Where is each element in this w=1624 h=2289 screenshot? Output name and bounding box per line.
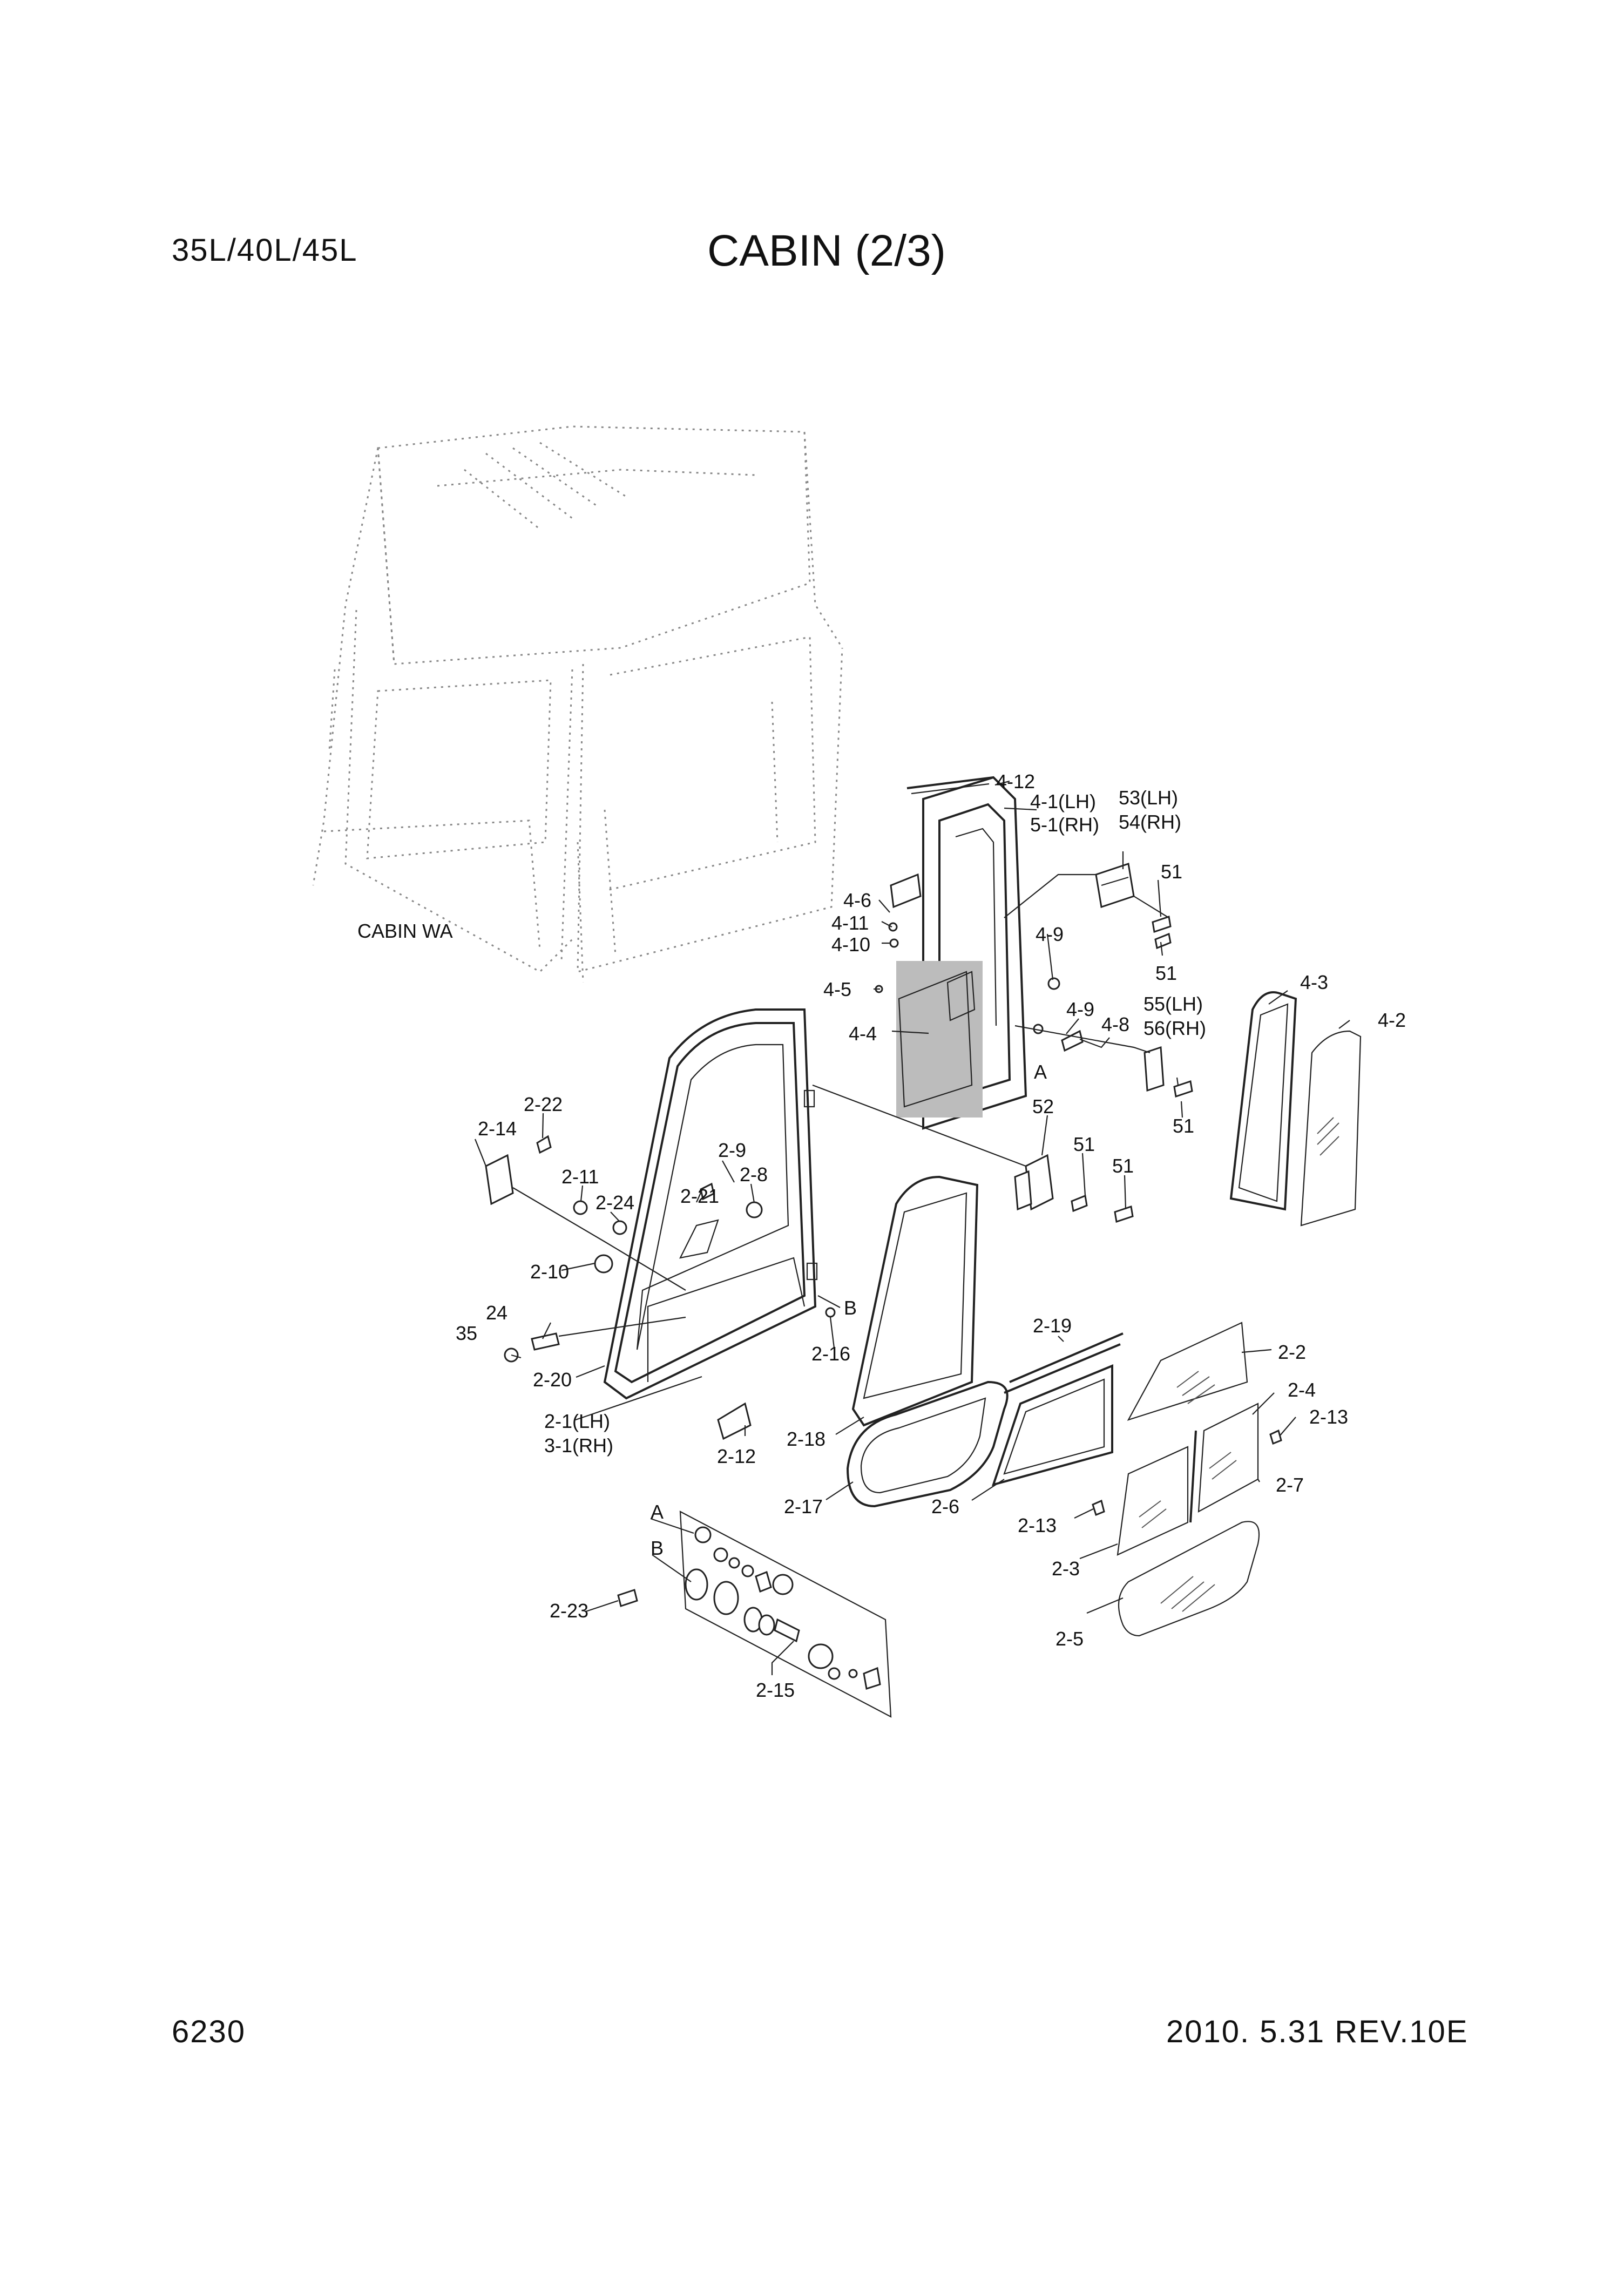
hinge-4-6: [890, 873, 922, 909]
hinge-55-56: [1143, 1046, 1165, 1092]
label-b-lock: B: [651, 1537, 664, 1559]
label-2-4: 2-4: [1288, 1379, 1316, 1401]
label-24: 24: [486, 1302, 508, 1324]
label-56: 56(RH): [1143, 1017, 1206, 1039]
label-4-6: 4-6: [843, 889, 871, 911]
label-3-1: 3-1(RH): [544, 1434, 613, 1457]
window-2-2-glass: [1127, 1322, 1248, 1421]
page-number: 6230: [172, 2014, 246, 2049]
label-2-22: 2-22: [524, 1093, 563, 1115]
label-51-d: 51: [1073, 1133, 1095, 1155]
window-2-6-frame: [991, 1364, 1113, 1486]
cabin-frame-outline: [312, 425, 843, 983]
label-55: 55(LH): [1143, 993, 1203, 1015]
label-51-b: 51: [1155, 962, 1177, 984]
window-4-3-seal: [1229, 991, 1297, 1211]
label-53: 53(LH): [1119, 787, 1178, 809]
label-51-a: 51: [1161, 861, 1182, 883]
label-2-11: 2-11: [561, 1166, 599, 1188]
window-2-4-glass: [1197, 1403, 1259, 1513]
lock-assembly-box: [617, 1511, 892, 1718]
label-4-9-b: 4-9: [1066, 998, 1094, 1020]
callout-labels: CABIN WA 4-12 4-1(LH) 5-1(RH) 53(LH) 54(…: [357, 770, 1406, 1701]
window-2-7-strip: [1189, 1430, 1197, 1523]
label-4-10: 4-10: [831, 933, 870, 956]
label-2-17: 2-17: [784, 1495, 823, 1518]
label-a-lock: A: [651, 1501, 664, 1523]
label-4-5: 4-5: [823, 978, 851, 1000]
window-2-3-glass: [1116, 1446, 1189, 1556]
hinge-52: [1014, 1154, 1054, 1211]
door-panel-shaded: [896, 961, 983, 1118]
label-2-15: 2-15: [756, 1679, 795, 1701]
label-2-9: 2-9: [718, 1139, 746, 1161]
window-2-19-strip: [1004, 1332, 1124, 1394]
label-2-14: 2-14: [478, 1118, 517, 1140]
label-2-23: 2-23: [550, 1600, 588, 1622]
window-2-18-seal: [851, 1175, 979, 1427]
label-2-16: 2-16: [811, 1343, 850, 1365]
label-52: 52: [1032, 1095, 1054, 1118]
upper-door-assembly: [896, 776, 1027, 1130]
window-2-17-seal: [846, 1380, 1009, 1508]
label-a-upper: A: [1034, 1061, 1047, 1083]
label-4-8: 4-8: [1101, 1013, 1129, 1035]
label-2-24: 2-24: [596, 1191, 634, 1214]
page-title: CABIN (2/3): [707, 226, 946, 275]
label-2-5: 2-5: [1055, 1628, 1084, 1650]
label-cabin-wa: CABIN WA: [357, 920, 453, 942]
label-2-13-a: 2-13: [1309, 1406, 1348, 1428]
label-51-c: 51: [1173, 1115, 1194, 1137]
label-b-door: B: [844, 1297, 857, 1319]
model-numbers: 35L/40L/45L: [172, 233, 358, 268]
label-2-20: 2-20: [533, 1369, 572, 1391]
label-35: 35: [456, 1322, 477, 1344]
label-2-18: 2-18: [787, 1428, 825, 1450]
leader-lines: [474, 780, 1350, 1675]
window-4-2-glass: [1300, 1030, 1362, 1227]
label-5-1: 5-1(RH): [1030, 814, 1099, 836]
label-2-3: 2-3: [1052, 1557, 1080, 1580]
lower-door-assembly: [603, 1008, 818, 1400]
label-4-1: 4-1(LH): [1030, 790, 1096, 812]
label-54: 54(RH): [1119, 811, 1181, 833]
label-4-9-a: 4-9: [1036, 923, 1064, 945]
label-51-e: 51: [1112, 1155, 1134, 1177]
label-2-8: 2-8: [740, 1163, 768, 1186]
label-2-21: 2-21: [680, 1185, 719, 1207]
label-4-2: 4-2: [1378, 1009, 1406, 1031]
label-4-4: 4-4: [849, 1022, 877, 1045]
hinge-53-54: [1095, 863, 1135, 908]
label-4-12: 4-12: [996, 770, 1035, 793]
hinge-2-14: [485, 1154, 514, 1206]
label-4-3: 4-3: [1300, 971, 1328, 993]
label-2-6: 2-6: [931, 1495, 959, 1518]
label-4-11: 4-11: [831, 912, 869, 934]
label-2-12: 2-12: [717, 1445, 756, 1467]
label-2-1: 2-1(LH): [544, 1410, 610, 1432]
label-2-19: 2-19: [1033, 1315, 1072, 1337]
window-2-5-glass: [1118, 1521, 1260, 1637]
revision-date: 2010. 5.31 REV.10E: [1166, 2014, 1469, 2049]
label-2-10: 2-10: [530, 1261, 569, 1283]
label-2-2: 2-2: [1278, 1341, 1306, 1363]
label-2-13-b: 2-13: [1018, 1514, 1057, 1536]
latch-2-12: [717, 1402, 752, 1440]
label-2-7: 2-7: [1276, 1474, 1304, 1496]
